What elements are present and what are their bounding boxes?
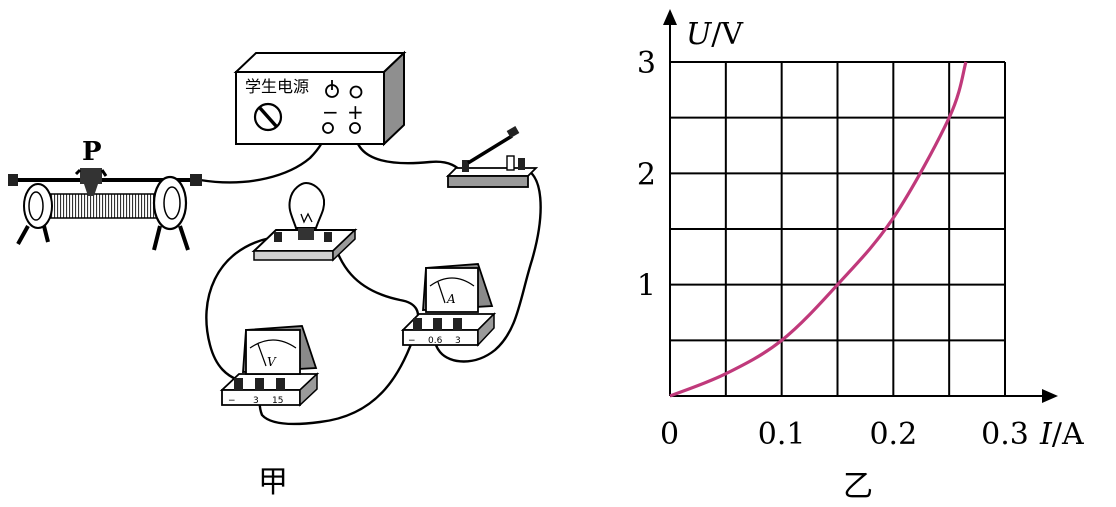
switch-blade (467, 134, 513, 165)
wire-bulb-to-ammeter (331, 238, 420, 327)
graph-x-var: I (1039, 417, 1053, 452)
ammeter-terminal-3: 3 (455, 336, 461, 346)
u-i-curve (669, 61, 968, 398)
plus-terminal (349, 122, 361, 134)
y-tick-label: 1 (637, 269, 656, 304)
graph-tick-labels: 0.1 0.2 0.3 1 2 3 (637, 46, 1029, 452)
x-tick-label: 0.1 (758, 417, 806, 452)
circuit-caption: 甲 (258, 465, 288, 500)
y-tick-label: 3 (637, 46, 656, 81)
wire-switch-to-ammeter (433, 166, 542, 363)
graph-y-var: U (686, 17, 713, 52)
knife-switch (445, 126, 539, 188)
voltmeter-terminal-3: 3 (253, 396, 259, 406)
voltmeter-unit-label: V (267, 355, 277, 369)
rheostat-left-end (16, 183, 53, 245)
minus-terminal (322, 122, 334, 134)
rheostat-coil (39, 193, 161, 219)
graph-y-axis-label: U/V (686, 17, 744, 52)
u-i-graph: 0.1 0.2 0.3 1 2 3 0 U/V I/A 乙 (637, 9, 1084, 504)
graph-y-unit: /V (711, 17, 744, 52)
power-supply: 学生电源 − + (233, 50, 407, 147)
ammeter-unit-label: A (446, 292, 456, 306)
rheostat: P (8, 137, 202, 251)
rheostat-right-end (152, 175, 190, 251)
graph-grid (670, 61, 1006, 396)
power-supply-label: 学生电源 (245, 77, 309, 96)
voltage-knob-icon (253, 102, 283, 132)
rheostat-slider-label: P (82, 137, 102, 167)
graph-series (669, 61, 968, 398)
indicator-light-icon (349, 85, 363, 99)
voltmeter-terminal-15: 15 (272, 396, 283, 406)
graph-caption: 乙 (843, 469, 873, 504)
x-axis-arrow-icon (1042, 389, 1058, 403)
ammeter-terminal-minus: − (408, 336, 416, 346)
graph-origin-label: 0 (660, 417, 679, 452)
graph-axes (663, 9, 1058, 403)
rheostat-slider-icon (74, 168, 108, 196)
voltmeter: V − 3 15 (219, 325, 320, 407)
x-tick-label: 0.3 (981, 417, 1029, 452)
power-switch-icon (325, 80, 339, 98)
wire-bulb-to-voltmeter (205, 236, 272, 382)
light-bulb (251, 181, 358, 262)
minus-terminal-label: − (322, 100, 339, 124)
graph-x-axis-label: I/A (1039, 417, 1084, 452)
graph-x-unit: /A (1052, 417, 1084, 452)
x-tick-label: 0.2 (869, 417, 917, 452)
ammeter: A − 0.6 3 (400, 263, 497, 347)
ammeter-terminal-0.6: 0.6 (428, 336, 443, 346)
wire-supply-to-switch (353, 128, 464, 174)
plus-terminal-label: + (347, 100, 364, 124)
voltmeter-terminal-minus: − (228, 396, 236, 406)
y-axis-arrow-icon (663, 9, 677, 25)
y-tick-label: 2 (637, 157, 656, 192)
